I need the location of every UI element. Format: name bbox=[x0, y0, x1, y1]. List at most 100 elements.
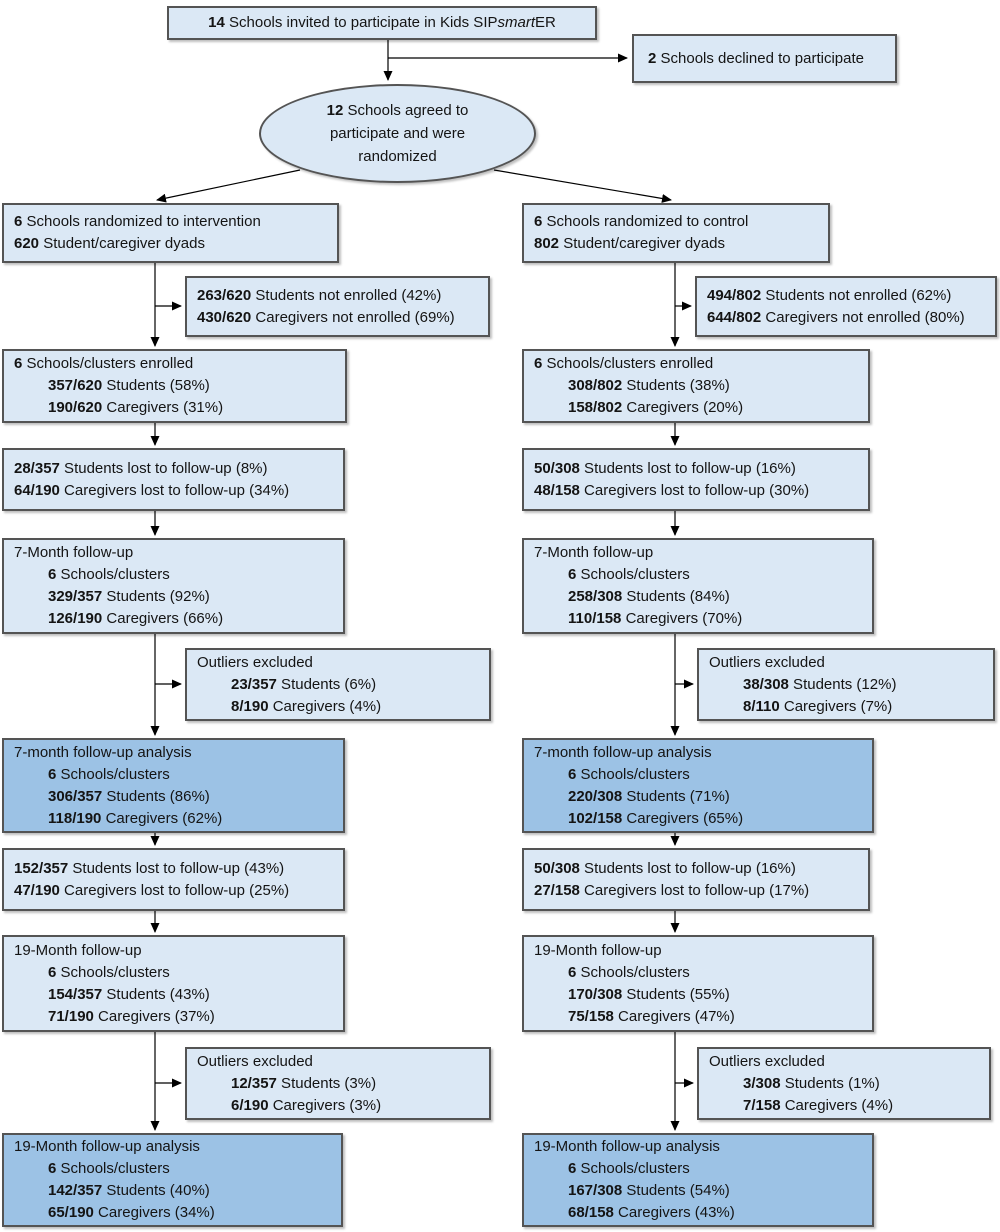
text-line: 142/357 Students (40%) bbox=[48, 1182, 210, 1199]
text-line: 6/190 Caregivers (3%) bbox=[231, 1096, 382, 1114]
control-column-connectors bbox=[670, 263, 694, 1131]
text-line: participate and were bbox=[329, 125, 466, 142]
text-line: 64/190 Caregivers lost to follow-up (34%… bbox=[14, 481, 290, 499]
text-line: 50/308 Students lost to follow-up (16%) bbox=[534, 859, 796, 877]
text-line: 152/357 Students lost to follow-up (43%) bbox=[14, 859, 285, 877]
text-line: Outliers excluded bbox=[709, 653, 825, 671]
text-line: 308/802 Students (38%) bbox=[568, 377, 730, 394]
box-control-analysis-7m: 7-month follow-up analysis 6 Schools/clus… bbox=[522, 738, 874, 833]
box-control-followup-7m: 7-Month follow-up 6 Schools/clusters 258/3… bbox=[522, 538, 874, 634]
box-intervention-followup-7m: 7-Month follow-up 6 Schools/clusters 329/3… bbox=[2, 538, 345, 634]
text-line: 8/190 Caregivers (4%) bbox=[231, 697, 382, 715]
text-line: 170/308 Students (55%) bbox=[568, 985, 730, 1003]
box-intervention-analysis-7m: 7-month follow-up analysis 6 Schools/clus… bbox=[2, 738, 345, 833]
text-line: 167/308 Students (54%) bbox=[568, 1182, 730, 1199]
text-line: 6 Schools/clusters enrolled bbox=[534, 355, 714, 372]
box-control-not-enrolled: 494/802 Students not enrolled (62%) 644/8… bbox=[695, 276, 997, 337]
text-line: 6 Schools/clusters bbox=[48, 566, 170, 583]
box-intervention-randomized: 6 Schools randomized to intervention 620 … bbox=[2, 203, 339, 263]
text-line: 7-Month follow-up bbox=[534, 544, 654, 561]
text-line: 7-month follow-up analysis bbox=[14, 743, 192, 761]
text-line: randomized bbox=[358, 148, 437, 165]
box-schools-invited: 14 Schools invited to participate in Kid… bbox=[167, 6, 597, 40]
box-intervention-lost-7m: 28/357 Students lost to follow-up (8%)64… bbox=[2, 448, 345, 511]
text-line: 48/158 Caregivers lost to follow-up (30%… bbox=[534, 481, 810, 499]
intervention-column-connectors bbox=[150, 263, 182, 1131]
box-control-enrolled: 6 Schools/clusters enrolled 308/802 Stude… bbox=[522, 349, 870, 423]
text-line: 14 Schools invited to participate in Kid… bbox=[208, 14, 556, 31]
text-line: 154/357 Students (43%) bbox=[48, 985, 210, 1003]
text-line: 19-Month follow-up bbox=[14, 941, 142, 959]
box-control-analysis-19m: 19-Month follow-up analysis 6 Schools/clu… bbox=[522, 1133, 874, 1227]
text-line: 7-month follow-up analysis bbox=[534, 743, 712, 761]
text-line: 329/357 Students (92%) bbox=[48, 588, 210, 605]
text-line: 6 Schools/clusters bbox=[568, 1160, 690, 1177]
text-line: 263/620 Students not enrolled (42%) bbox=[197, 286, 442, 304]
box-control-randomized: 6 Schools randomized to control 802 Stude… bbox=[522, 203, 830, 263]
text-line: 258/308 Students (84%) bbox=[568, 588, 730, 605]
text-line: 6 Schools/clusters bbox=[568, 963, 690, 981]
text-line: 6 Schools/clusters bbox=[48, 1160, 170, 1177]
text-line: 7-Month follow-up bbox=[14, 544, 134, 561]
text-line: 494/802 Students not enrolled (62%) bbox=[707, 286, 952, 304]
box-control-followup-19m: 19-Month follow-up 6 Schools/clusters 170/… bbox=[522, 935, 874, 1032]
text-line: 220/308 Students (71%) bbox=[568, 787, 730, 805]
box-control-outliers-7m: Outliers excluded 38/308 Students (12%) 8/… bbox=[697, 648, 995, 721]
text-line: 190/620 Caregivers (31%) bbox=[48, 399, 224, 416]
arrow-randomized-to-control bbox=[493, 169, 672, 203]
text-line: 126/190 Caregivers (66%) bbox=[48, 610, 224, 627]
text-line: 19-Month follow-up analysis bbox=[534, 1138, 720, 1155]
text-line: 47/190 Caregivers lost to follow-up (25%… bbox=[14, 881, 290, 899]
text-line: 102/158 Caregivers (65%) bbox=[568, 809, 744, 827]
text-line: 27/158 Caregivers lost to follow-up (17%… bbox=[534, 881, 810, 899]
box-control-outliers-19m: Outliers excluded 3/308 Students (1%) 7/15… bbox=[697, 1047, 991, 1120]
text-line: 357/620 Students (58%) bbox=[48, 377, 210, 394]
text-line: 50/308 Students lost to follow-up (16%) bbox=[534, 459, 796, 477]
box-intervention-enrolled: 6 Schools/clusters enrolled 357/620 Stude… bbox=[2, 349, 347, 423]
text-line: 110/158 Caregivers (70%) bbox=[568, 610, 743, 627]
text-line: 2 Schools declined to participate bbox=[648, 49, 864, 67]
box-intervention-outliers-7m: Outliers excluded 23/357 Students (6%) 8/1… bbox=[185, 648, 491, 721]
text-line: 6 Schools/clusters bbox=[568, 566, 690, 583]
text-line: 6 Schools/clusters bbox=[48, 765, 170, 783]
text-line: 75/158 Caregivers (47%) bbox=[568, 1007, 735, 1025]
box-intervention-lost-19m: 152/357 Students lost to follow-up (43%)… bbox=[2, 848, 345, 911]
text-line: 6 Schools/clusters bbox=[568, 765, 690, 783]
top-connectors bbox=[156, 40, 672, 203]
box-intervention-analysis-19m: 19-Month follow-up analysis 6 Schools/clu… bbox=[2, 1133, 343, 1227]
box-intervention-followup-19m: 19-Month follow-up 6 Schools/clusters 154/… bbox=[2, 935, 345, 1032]
text-line: 6 Schools/clusters enrolled bbox=[14, 355, 194, 372]
box-control-lost-19m: 50/308 Students lost to follow-up (16%) 2… bbox=[522, 848, 870, 911]
text-line: 6 Schools randomized to control bbox=[534, 213, 749, 230]
text-line: 6 Schools/clusters bbox=[48, 963, 170, 981]
text-line: 38/308 Students (12%) bbox=[743, 675, 897, 693]
text-line: 118/190 Caregivers (62%) bbox=[48, 809, 223, 827]
text-line: 3/308 Students (1%) bbox=[743, 1074, 880, 1092]
ellipse-schools-randomized: 12 Schools agreed to participate and were… bbox=[259, 84, 536, 183]
box-schools-declined: 2 Schools declined to participate bbox=[632, 34, 897, 83]
text-line: Outliers excluded bbox=[197, 653, 313, 671]
text-line: 620 Student/caregiver dyads bbox=[14, 235, 205, 252]
text-line: 7/158 Caregivers (4%) bbox=[743, 1096, 894, 1114]
text-line: 23/357 Students (6%) bbox=[231, 675, 377, 693]
text-line: 6 Schools randomized to intervention bbox=[14, 213, 261, 230]
text-line: 19-Month follow-up analysis bbox=[14, 1138, 200, 1155]
text-line: 430/620 Caregivers not enrolled (69%) bbox=[197, 308, 455, 326]
text-line: 71/190 Caregivers (37%) bbox=[48, 1007, 215, 1025]
text-line: Outliers excluded bbox=[709, 1052, 825, 1070]
text-line: 306/357 Students (86%) bbox=[48, 787, 210, 805]
text-line: 19-Month follow-up bbox=[534, 941, 662, 959]
text-line: 12/357 Students (3%) bbox=[231, 1074, 377, 1092]
text-line: 12 Schools agreed to bbox=[326, 102, 469, 119]
text-line: 8/110 Caregivers (7%) bbox=[743, 697, 893, 715]
text-line: 802 Student/caregiver dyads bbox=[534, 235, 725, 252]
text-line: 68/158 Caregivers (43%) bbox=[568, 1204, 735, 1221]
text-line: 644/802 Caregivers not enrolled (80%) bbox=[707, 308, 965, 326]
text-line: Outliers excluded bbox=[197, 1052, 313, 1070]
box-control-lost-7m: 50/308 Students lost to follow-up (16%) 4… bbox=[522, 448, 870, 511]
box-intervention-outliers-19m: Outliers excluded 12/357 Students (3%) 6/1… bbox=[185, 1047, 491, 1120]
box-intervention-not-enrolled: 263/620 Students not enrolled (42%) 430/6… bbox=[185, 276, 490, 337]
text-line: 65/190 Caregivers (34%) bbox=[48, 1204, 215, 1221]
